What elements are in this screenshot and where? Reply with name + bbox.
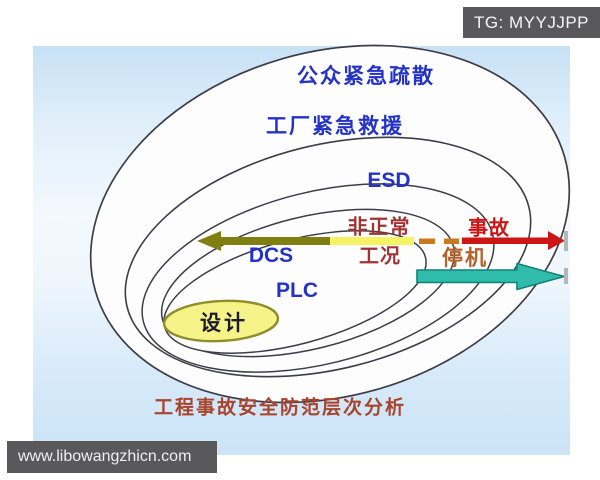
accident-arrow-shaft xyxy=(462,237,548,244)
label-design-core: 设计 xyxy=(200,312,248,335)
accident-arrow-head xyxy=(548,231,565,250)
yellow-shaft xyxy=(330,237,414,245)
label-plc: PLC xyxy=(276,279,318,302)
label-abnormal-condition-line2: 工况 xyxy=(359,245,401,268)
label-factory-rescue: 工厂紧急救援 xyxy=(266,115,404,138)
diagram-title: 工程事故安全防范层次分析 xyxy=(153,397,407,419)
label-abnormal-condition-line1: 非正常 xyxy=(347,216,411,239)
label-public-evacuation: 公众紧急疏散 xyxy=(297,65,435,88)
arrow-end-tick-bottom xyxy=(564,268,568,284)
label-accident: 事故 xyxy=(468,217,510,240)
dcs-left-arrow xyxy=(197,231,330,251)
label-shutdown: 停机 xyxy=(442,247,488,270)
label-esd: ESD xyxy=(367,169,411,192)
tg-watermark-badge: TG: MYYJJPP xyxy=(463,7,600,38)
abnormal-dash-1 xyxy=(419,238,435,244)
shutdown-arrow xyxy=(416,262,565,291)
label-dcs: DCS xyxy=(248,244,294,267)
website-watermark: www.libowangzhicn.com xyxy=(7,441,217,473)
abnormal-dash-2 xyxy=(444,238,459,244)
core-design-ellipse xyxy=(162,299,280,343)
arrow-end-tick-top xyxy=(564,231,568,251)
